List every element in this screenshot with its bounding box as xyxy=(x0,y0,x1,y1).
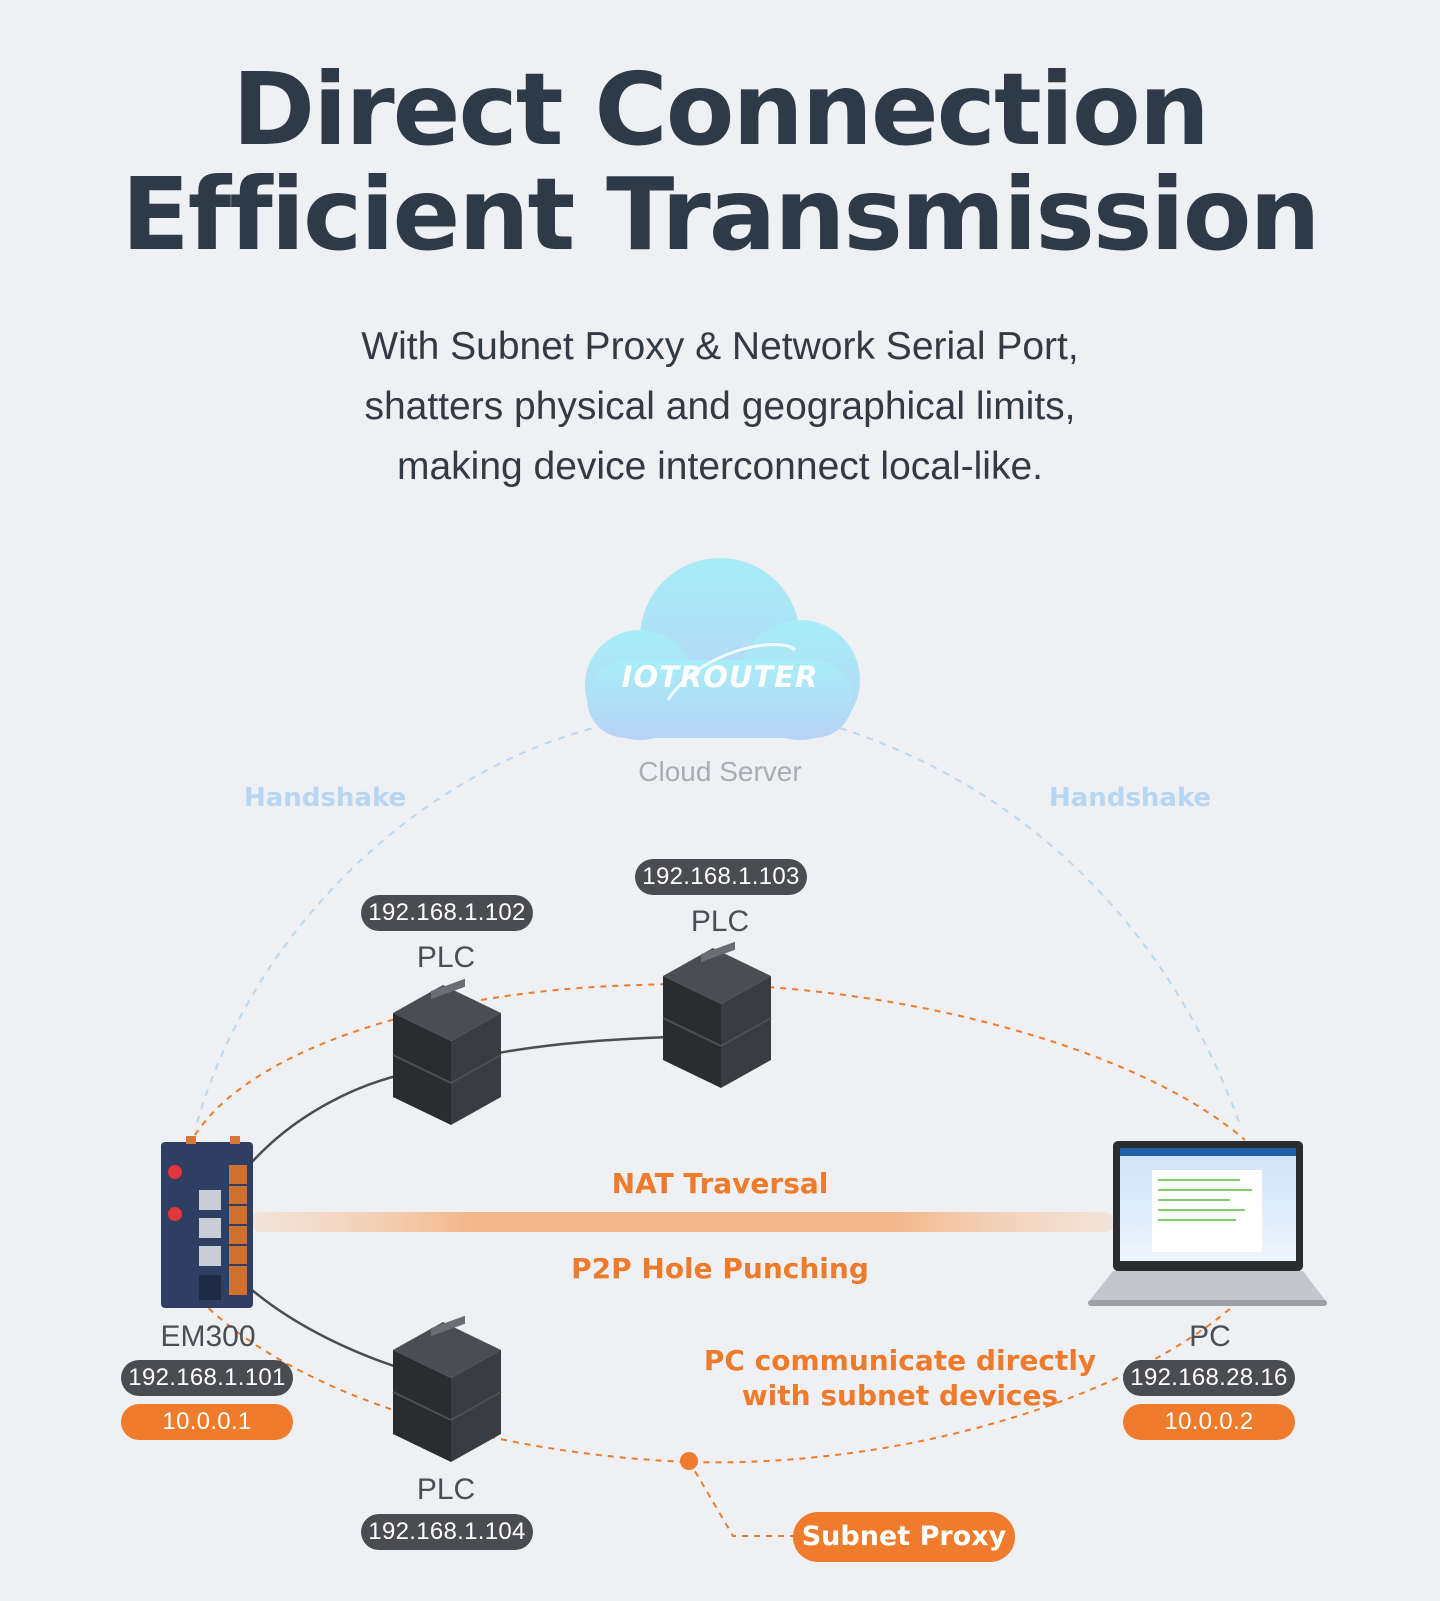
cable-em300-plc3 xyxy=(251,1289,401,1370)
subtitle-line-1: With Subnet Proxy & Network Serial Port, xyxy=(361,325,1079,368)
pc-virtual-ip-badge: 10.0.0.2 xyxy=(1123,1404,1295,1440)
plc2-ip-badge: 192.168.1.103 xyxy=(635,859,807,895)
em300-label: EM300 xyxy=(160,1320,256,1353)
cable-em300-plc1 xyxy=(251,1073,401,1163)
subnet-ring-lower xyxy=(199,1299,1241,1464)
plc1-label: PLC xyxy=(416,941,476,974)
cloud-icon xyxy=(585,558,860,740)
cloud-logo-text: IOTROUTER xyxy=(621,660,819,694)
em300-virtual-ip-badge: 10.0.0.1 xyxy=(121,1404,293,1440)
title-line-1: Direct Connection xyxy=(232,51,1210,168)
plc2-icon xyxy=(662,941,772,1088)
title-line-2: Efficient Transmission xyxy=(121,156,1320,273)
subnet-proxy-badge: Subnet Proxy xyxy=(793,1512,1015,1562)
cloud-server-label: Cloud Server xyxy=(638,756,802,787)
subtitle-line-3: making device interconnect local-like. xyxy=(397,445,1043,488)
plc2-label: PLC xyxy=(690,905,750,938)
plc1-icon xyxy=(392,978,502,1125)
handshake-left-label: Handshake xyxy=(244,783,407,813)
p2p-hole-punching-label: P2P Hole Punching xyxy=(571,1252,869,1285)
em300-icon xyxy=(161,1136,253,1308)
pc-note-line-1: PC communicate directly xyxy=(703,1344,1097,1377)
pc-note-line-2: with subnet devices xyxy=(741,1379,1059,1412)
plc3-icon xyxy=(392,1315,502,1462)
handshake-arc-left xyxy=(194,724,606,1131)
plc3-label: PLC xyxy=(416,1473,476,1506)
pc-label: PC xyxy=(1189,1320,1231,1353)
subtitle-line-2: shatters physical and geographical limit… xyxy=(364,385,1076,428)
subnet-proxy-connector xyxy=(688,1460,795,1537)
plc1-ip-badge: 192.168.1.102 xyxy=(361,895,533,931)
laptop-icon xyxy=(1088,1141,1327,1306)
cable-plc1-plc2 xyxy=(497,1035,671,1055)
handshake-right-label: Handshake xyxy=(1049,783,1212,813)
plc3-ip-badge: 192.168.1.104 xyxy=(361,1514,533,1550)
em300-ip-badge: 192.168.1.101 xyxy=(121,1360,293,1396)
subnet-ring-upper xyxy=(194,983,1246,1141)
nat-traversal-label: NAT Traversal xyxy=(611,1167,829,1200)
nat-traversal-beam xyxy=(250,1212,1115,1232)
pc-ip-badge: 192.168.28.16 xyxy=(1123,1360,1295,1396)
